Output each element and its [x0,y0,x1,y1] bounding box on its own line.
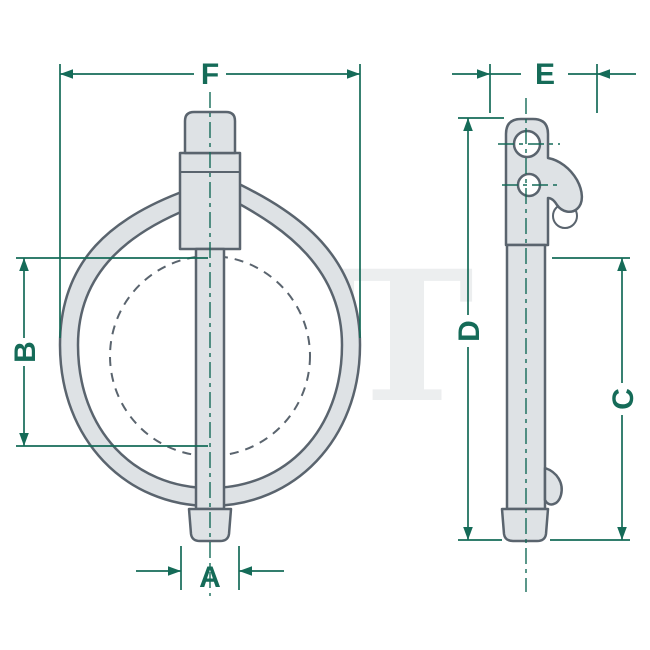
front-view [58,92,362,596]
dim-b-label: B [9,341,42,363]
dim-a-arrow-left [168,566,181,576]
dimension-E: E [452,58,636,113]
dimension-B: B [9,257,208,447]
dim-a-label: A [199,561,221,594]
dim-f-arrow-left [60,69,73,79]
bottom-hook [543,466,563,506]
dim-c-arrow-bottom [617,527,627,540]
dim-b-arrow-top [19,258,29,271]
dimension-A: A [136,546,284,594]
dim-d-arrow-bottom [463,527,473,540]
dim-b-arrow-bottom [19,433,29,446]
side-view [498,98,584,592]
dim-e-arrow-left [477,69,490,79]
dimension-D: D [453,117,504,541]
dim-e-label: E [535,58,555,91]
ring-loop [58,180,362,508]
dim-c-arrow-top [617,258,627,271]
dim-f-arrow-right [347,69,360,79]
dim-f-label: F [201,58,219,91]
dim-d-arrow-top [463,118,473,131]
pin-tip-side [500,507,550,543]
watermark-letter: T [340,232,474,443]
dim-a-arrow-right [239,566,252,576]
dim-c-label: C [607,388,640,410]
dim-e-arrow-right [597,69,610,79]
dimension-C: C [550,257,640,541]
dimension-F: F [59,58,361,338]
dim-d-label: D [453,320,486,342]
